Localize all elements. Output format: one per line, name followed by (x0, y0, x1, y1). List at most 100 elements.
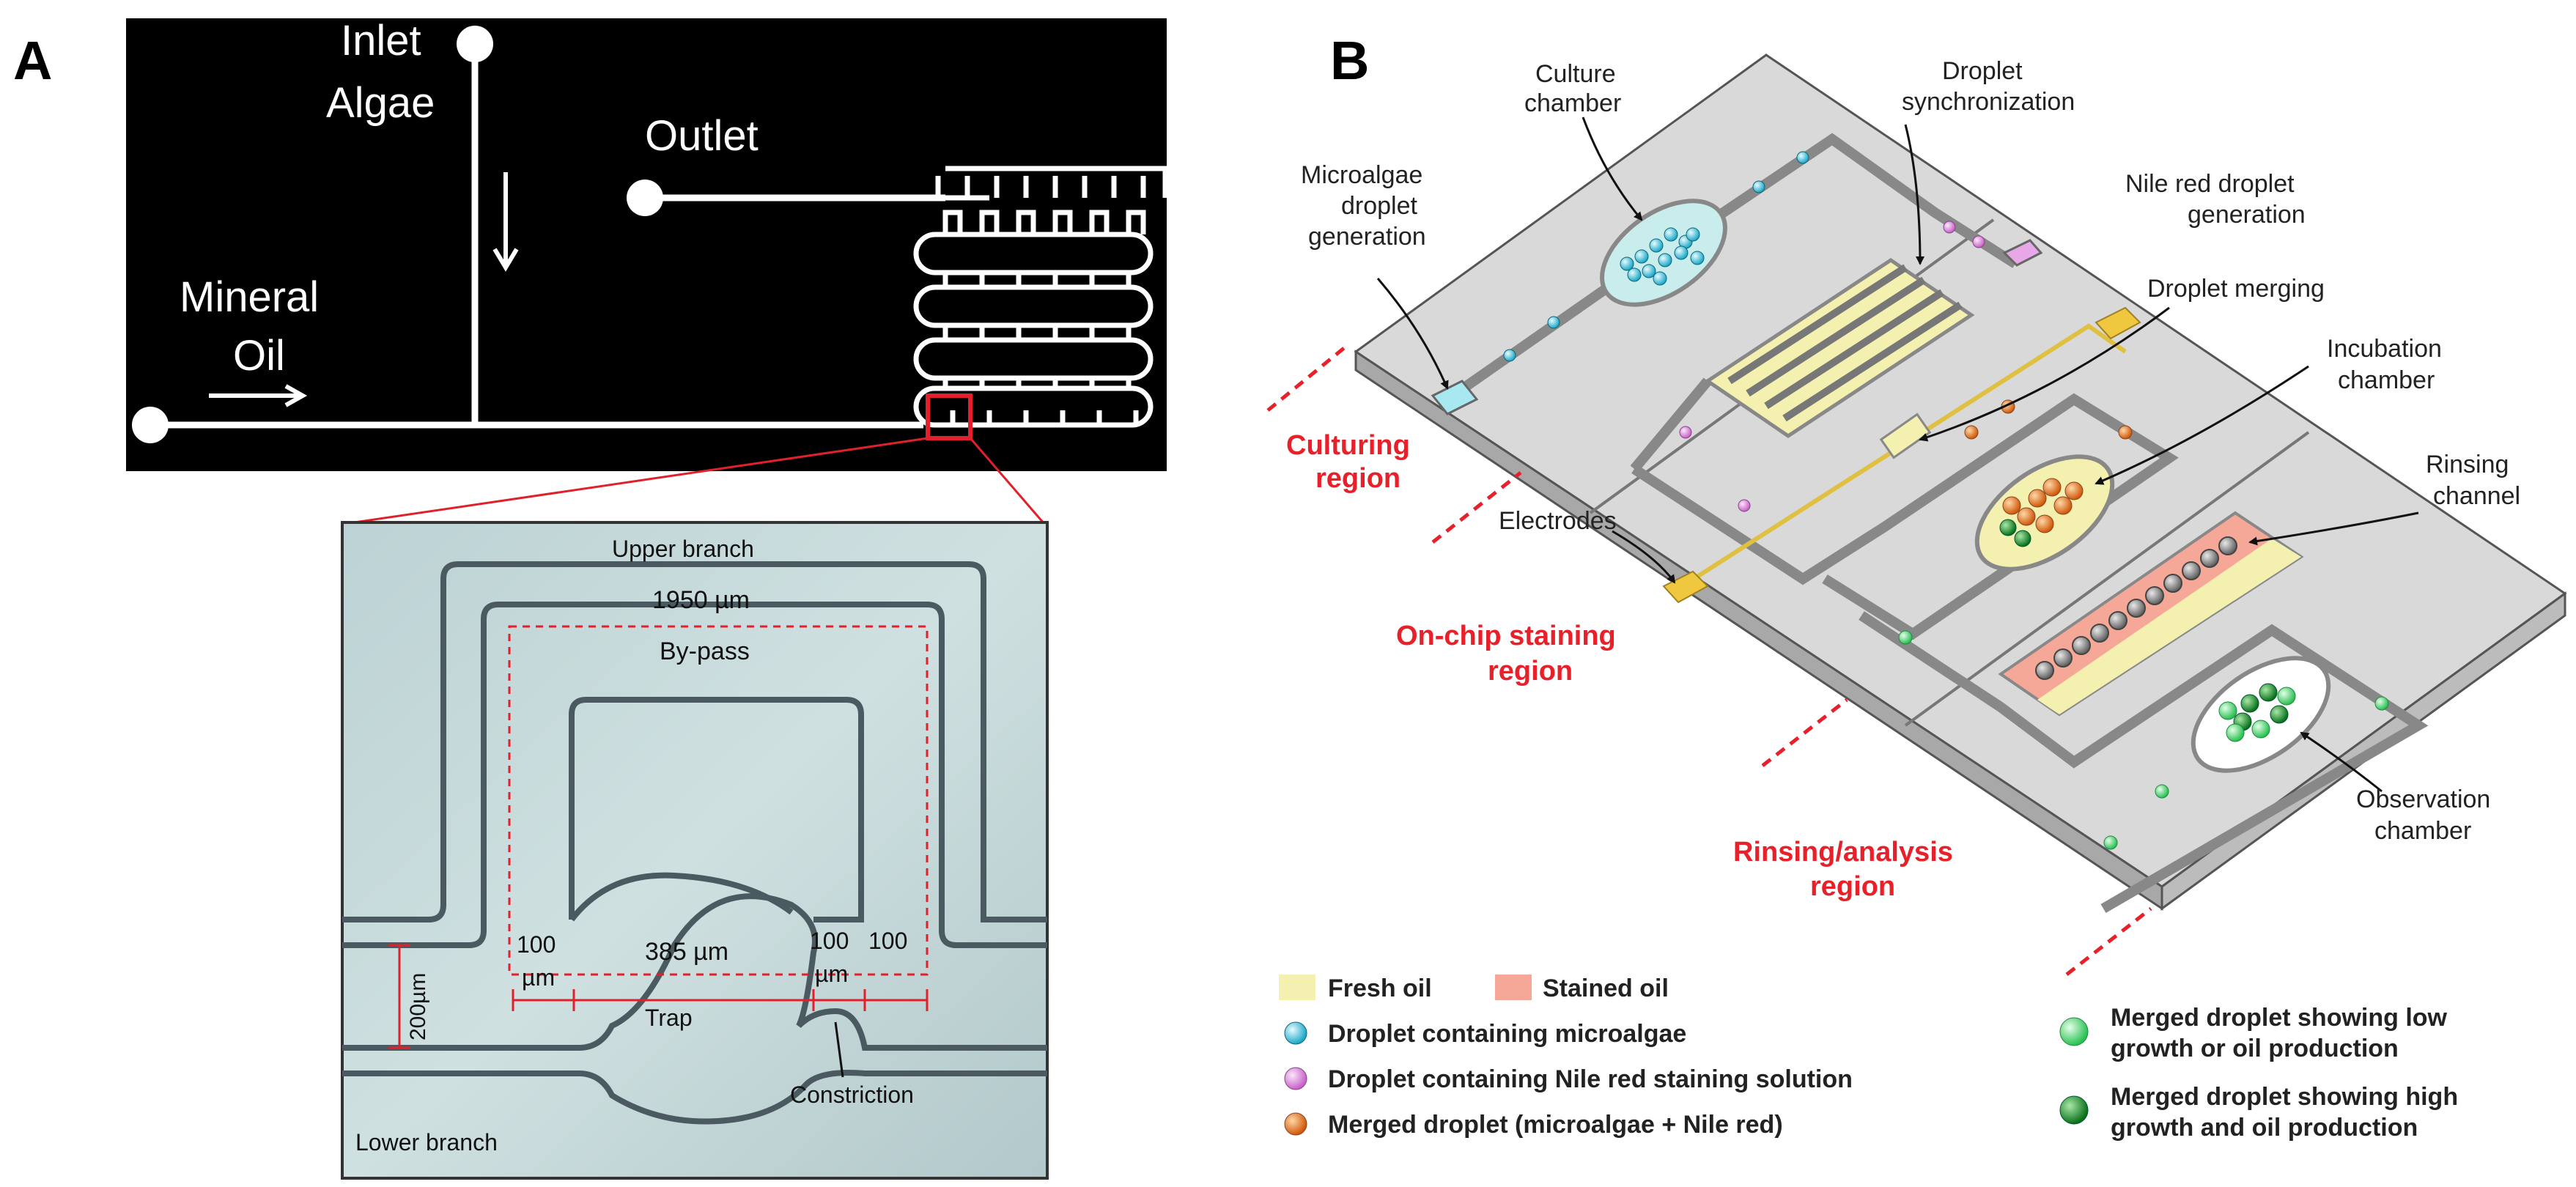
trap-row-3 (913, 284, 1154, 328)
nile-red-gen-label-1: Nile red droplet (2125, 170, 2295, 198)
rinsing-region-label-2: region (1810, 871, 1895, 902)
legend: Fresh oil Stained oil Droplet containing… (1279, 975, 2458, 1142)
micrograph-frame (341, 521, 1049, 1180)
merging-pointer (1919, 306, 2170, 442)
legend-merged-droplet: Merged droplet (microalgae + Nile red) (1328, 1111, 1783, 1139)
electrodes-label: Electrodes (1499, 507, 1617, 535)
electrodes-pointer (1612, 530, 1676, 584)
upper-branch-inner (342, 602, 1047, 948)
width-1950-label: 1950 µm (652, 586, 750, 614)
observation-label-2: chamber (2374, 817, 2471, 845)
zoom-connector-right (969, 437, 1046, 525)
bypass-inner (569, 697, 864, 922)
microalgae-gen-label-2: droplet (1341, 192, 1418, 220)
microalgae-gen-pointer (1376, 278, 1449, 390)
bypass-label: By-pass (660, 637, 750, 665)
trap-row-4 (913, 337, 1154, 381)
oil-inlet-port (132, 407, 169, 443)
observation-droplets-low (1898, 630, 2389, 850)
droplet-sync-label-1: Droplet (1942, 57, 2023, 85)
region-slit-2 (1904, 431, 2310, 727)
legend-fresh-oil: Fresh oil (1328, 975, 1432, 1002)
sync-ladder (1727, 264, 1963, 422)
dim-385-label: 385 µm (645, 938, 728, 966)
legend-stained-oil-swatch (1495, 975, 1532, 1000)
constriction-pointer (834, 1021, 844, 1078)
culturing-region-label-1: Culturing (1286, 430, 1410, 461)
constriction-label: Constriction (790, 1081, 914, 1108)
trap-array (913, 166, 1168, 428)
electrode-line (1669, 323, 2127, 596)
microalgae-gen-chip (1431, 380, 1479, 415)
microalgae-gen-label-3: generation (1308, 223, 1426, 251)
dim-100-left-1: 100 (517, 931, 556, 958)
merging-zone (1879, 413, 1932, 459)
electrode-pad-2 (2095, 306, 2141, 340)
chip-layout: Inlet Algae Outlet Mineral Oil (126, 17, 1168, 471)
region-markers (1266, 343, 2152, 976)
dim-100-left-2: µm (522, 964, 555, 991)
observation-pointer (2300, 731, 2383, 793)
panel-b-label: B (1330, 30, 1369, 91)
chip-3d: Culture chamber Droplet synchronization … (1266, 53, 2567, 976)
legend-light-green-droplet (2059, 1017, 2089, 1046)
dim-100-right: 100 (868, 928, 907, 954)
culture-droplets (1503, 151, 1809, 362)
outlet-label: Outlet (645, 112, 759, 160)
rinsing-beads (2035, 536, 2237, 680)
incubation-label-1: Incubation (2327, 335, 2442, 363)
algae-inlet-port (457, 26, 493, 62)
chip-side-face (2160, 591, 2566, 911)
dim-100-mid-2: µm (815, 961, 848, 987)
rinsing-pointer (2248, 511, 2419, 546)
upper-branch-label: Upper branch (612, 536, 754, 562)
panel-a-label: A (13, 30, 52, 91)
trap-cells (935, 176, 1146, 425)
incubation-pointer (2095, 365, 2309, 485)
observation-droplets-high (1999, 519, 2289, 731)
legend-orange-droplet (1284, 1112, 1307, 1136)
legend-fresh-oil-swatch (1279, 975, 1315, 1000)
legend-low-growth-2: growth or oil production (2111, 1035, 2399, 1062)
nile-red-gen-label-2: generation (2188, 201, 2306, 229)
legend-high-growth-1: Merged droplet showing high (2111, 1083, 2458, 1111)
merged-droplets (1964, 399, 2133, 533)
culture-chamber-label-2: chamber (1524, 89, 1621, 117)
rinsing-label-2: channel (2433, 482, 2520, 510)
trap-circle (569, 872, 794, 922)
inlet-algae-label-1: Inlet (341, 17, 421, 64)
upper-branch-outer (342, 561, 1047, 922)
observation-label-1: Observation (2356, 785, 2490, 813)
lower-channel-bottom (342, 1070, 1047, 1125)
culturing-region-label-2: region (1315, 463, 1400, 494)
chip-labels: Culture chamber Droplet synchronization … (1301, 57, 2520, 845)
rinsing-region-label-1: Rinsing/analysis (1733, 837, 1953, 868)
dim-100-mid-1: 100 (810, 928, 849, 954)
legend-droplet-nile-red: Droplet containing Nile red staining sol… (1328, 1065, 1853, 1093)
legend-dark-green-droplet (2059, 1095, 2089, 1125)
callout-lines (1376, 117, 2419, 793)
chip-background (126, 18, 1167, 471)
micrograph: Upper branch 1950 µm By-pass 100 µm 385 … (341, 521, 1049, 1180)
oil-flow-arrowhead (284, 384, 308, 407)
culture-chamber-pointer (1582, 117, 1643, 221)
incubation-label-2: chamber (2338, 366, 2435, 394)
legend-droplet-microalgae: Droplet containing microalgae (1328, 1020, 1686, 1048)
mineral-oil-label-2: Oil (233, 332, 285, 380)
nile-red-gen-chip (2002, 239, 2043, 267)
droplet-sync-label-2: synchronization (1902, 88, 2075, 116)
region-labels: Culturing region On-chip staining region… (1286, 430, 1953, 902)
sync-region (1704, 257, 1975, 439)
zoom-box (926, 393, 973, 440)
sync-pointer (1904, 124, 1924, 265)
staining-region-label-1: On-chip staining (1396, 621, 1616, 651)
observation-chamber (2191, 656, 2331, 773)
trap-row-5 (913, 385, 1154, 428)
electrode-pad-1 (1662, 570, 1709, 604)
legend-high-growth-2: growth and oil production (2111, 1114, 2418, 1142)
trap-label: Trap (645, 1005, 693, 1031)
microalgae-gen-label-1: Microalgae (1301, 161, 1422, 189)
legend-stained-oil: Stained oil (1543, 975, 1669, 1002)
zoom-connector-left (344, 437, 929, 525)
